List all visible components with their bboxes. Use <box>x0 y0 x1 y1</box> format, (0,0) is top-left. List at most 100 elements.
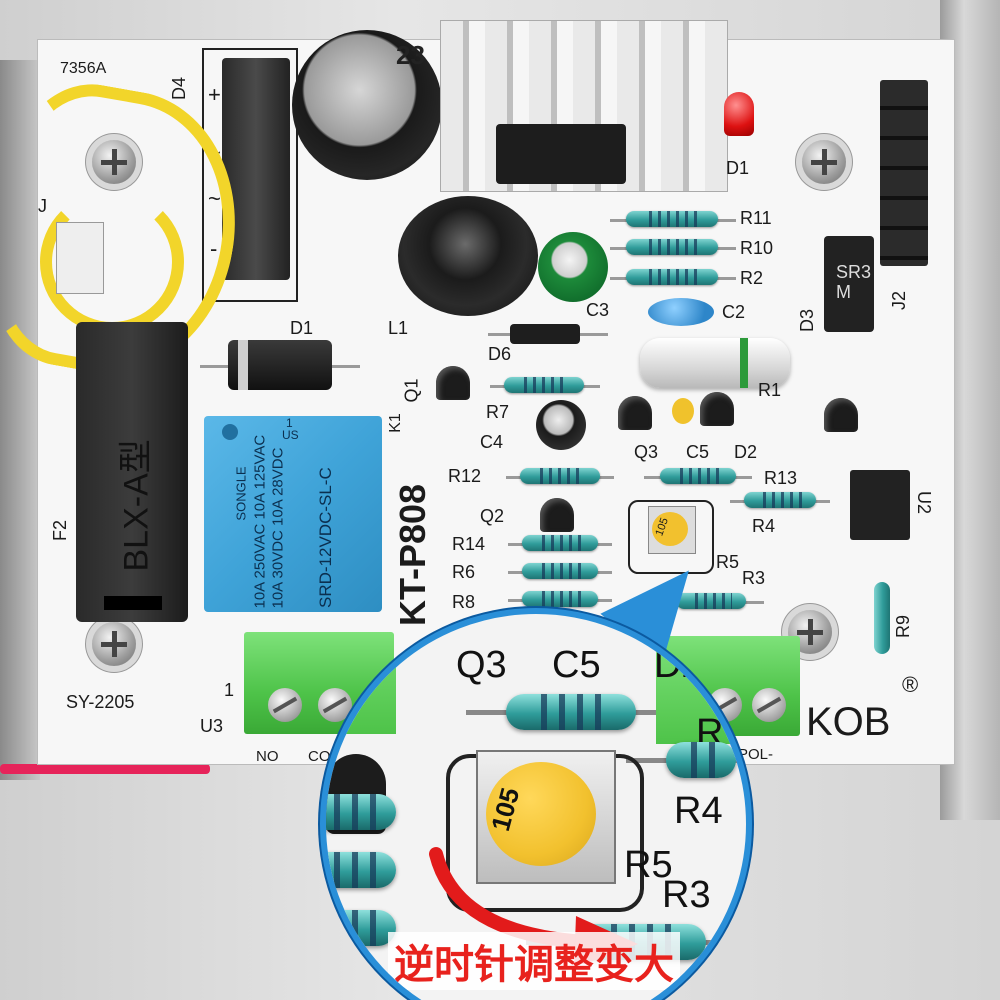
label-com: CO <box>308 748 331 765</box>
label-code: 7356A <box>60 60 107 77</box>
screw-icon <box>92 622 136 666</box>
resistor-r9 <box>874 582 890 654</box>
fuse-slot <box>104 596 162 610</box>
label-d2: D2 <box>734 442 758 462</box>
lens-resistor <box>326 910 396 946</box>
d3-marking: SR3 M <box>836 262 872 302</box>
label-r1: R1 <box>758 380 782 400</box>
label-c5: C5 <box>686 442 710 462</box>
label-d6: D6 <box>488 344 512 364</box>
label-r8: R8 <box>452 592 476 612</box>
resistor-r4 <box>744 492 816 508</box>
model-kt: KT-P808 <box>392 483 433 626</box>
label-one: 1 <box>224 680 235 700</box>
label-r11: R11 <box>740 208 772 228</box>
resistor-r3 <box>676 593 746 609</box>
zoom-label-r5: R5 <box>624 844 673 886</box>
lens-resistor-r4 <box>666 742 736 778</box>
capacitor-c2 <box>648 298 714 326</box>
brand-kob: KOB <box>806 700 891 744</box>
voltage-regulator <box>496 124 626 184</box>
lens-resistor-c5 <box>506 694 636 730</box>
diode-d1-band <box>238 340 248 390</box>
diode-d6 <box>510 324 580 344</box>
label-r10: R10 <box>740 238 774 258</box>
label-u2: U2 <box>914 490 935 515</box>
transistor-q2 <box>540 498 574 532</box>
capacitor-c4 <box>536 400 586 450</box>
capacitor-text: 23 <box>396 40 425 70</box>
enclosure-left-wall <box>0 60 40 780</box>
red-wire <box>0 764 210 774</box>
transistor-q1 <box>436 366 470 400</box>
resistor-r7 <box>504 377 584 393</box>
resistor-r12 <box>520 468 600 484</box>
inductor-l1 <box>398 196 538 316</box>
relay-model: SRD-12VDC-SL-C <box>316 467 335 608</box>
transistor-q3 <box>618 396 652 430</box>
screw-icon <box>802 140 846 184</box>
label-f2: F2 <box>50 519 71 542</box>
label-j2: J2 <box>889 290 910 311</box>
lens-resistor <box>326 852 396 888</box>
power-resistor-band <box>740 338 748 388</box>
label-j: J <box>38 196 47 216</box>
zoom-label-r3: R3 <box>662 874 711 916</box>
label-k1: K1 <box>386 413 404 433</box>
magnifier-lens: Q3 C5 D2 R R4 105 R5 R3 逆时针调整变大 <box>320 608 752 1000</box>
lens-pot-knob <box>486 762 596 866</box>
label-d1: D1 <box>290 318 314 338</box>
capacitor-yellow <box>672 398 694 424</box>
relay-num: 1 <box>286 416 293 430</box>
transistor-u9 <box>824 398 858 432</box>
label-c3: C3 <box>586 300 610 320</box>
red-led <box>724 92 754 136</box>
relay-line1: 10A 250VAC 10A 125VAC <box>251 434 269 609</box>
label-d3: D3 <box>797 308 818 333</box>
resistor-r11 <box>626 211 718 227</box>
resistor-c5-row <box>660 468 736 484</box>
label-r9: R9 <box>893 614 914 639</box>
resistor-r6 <box>522 563 598 579</box>
relay-brand: SONGLE <box>233 466 249 521</box>
label-r3: R3 <box>742 568 766 588</box>
terminal-screw <box>268 688 302 722</box>
terminal-screw <box>752 688 786 722</box>
potentiometer-outline <box>628 500 714 574</box>
label-r7: R7 <box>486 402 510 422</box>
label-c4: C4 <box>480 432 504 452</box>
label-r14: R14 <box>452 534 486 554</box>
label-c2: C2 <box>722 302 746 322</box>
label-q2: Q2 <box>480 506 505 526</box>
label-q1: Q1 <box>401 378 422 403</box>
label-no: NO <box>256 748 279 765</box>
label-d4: D4 <box>169 76 190 101</box>
fuse-holder <box>76 322 188 622</box>
label-r2: R2 <box>740 268 764 288</box>
relay-k1 <box>204 416 382 612</box>
bridge-rectifier <box>222 58 290 280</box>
zoom-label-c5: C5 <box>552 644 601 686</box>
zoom-caption: 逆时针调整变大 <box>388 932 680 990</box>
bridge-outline <box>202 48 298 302</box>
header-j2 <box>880 80 928 266</box>
relay-hole <box>222 424 238 440</box>
label-plus: + <box>208 82 221 107</box>
label-sy: SY-2205 <box>66 692 135 712</box>
white-connector <box>56 222 104 294</box>
screw-icon <box>92 140 136 184</box>
electrolytic-capacitor <box>292 30 442 180</box>
potentiometer-knob <box>652 512 688 546</box>
label-r12: R12 <box>448 466 482 486</box>
label-r5: R5 <box>716 552 740 572</box>
lens-terminal-right <box>656 634 746 744</box>
label-r13: R13 <box>764 468 798 488</box>
zoom-label-d2: D2 <box>654 644 703 686</box>
zoom-label-q3: Q3 <box>456 644 507 686</box>
capacitor-c3 <box>538 232 608 302</box>
fuse-text: BLX-A型 <box>117 439 156 572</box>
resistor-r10 <box>626 239 718 255</box>
diode-d3 <box>824 236 874 332</box>
label-led-d1: D1 <box>726 158 750 178</box>
